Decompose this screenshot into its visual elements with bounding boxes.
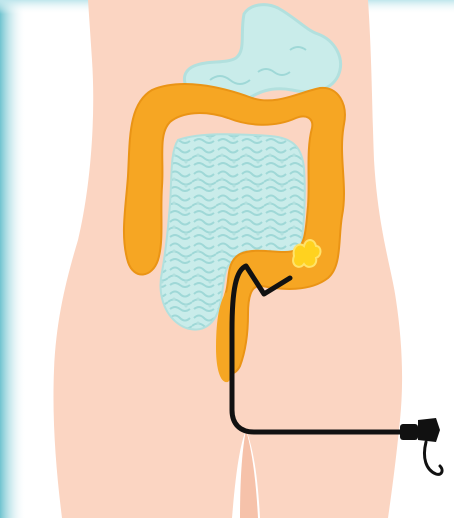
frame-left-edge bbox=[0, 0, 26, 518]
